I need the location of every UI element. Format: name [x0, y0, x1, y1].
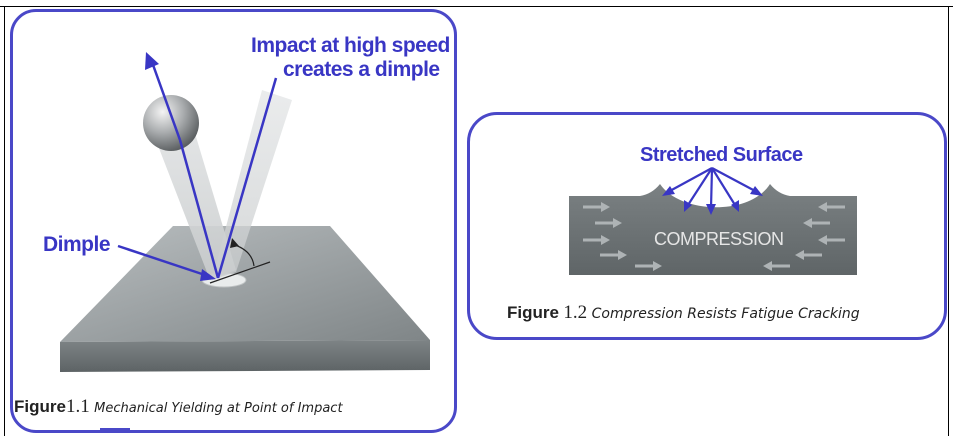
compression-arrow [795, 250, 822, 260]
angle-arc-arrowhead [230, 238, 239, 248]
ball-shape [143, 95, 199, 151]
stretch-arrow [711, 167, 739, 212]
compression-arrow [583, 202, 610, 212]
stretch-arrow [711, 167, 763, 196]
rebound-arrowhead [145, 52, 159, 70]
compression-arrow [583, 235, 610, 245]
plate-front-face [60, 340, 430, 372]
compression-arrow [818, 202, 845, 212]
impact-pointer-line [216, 77, 278, 279]
figure-1-1-caption-prefix: Figure [14, 397, 66, 416]
caption-underline-mark [100, 428, 130, 430]
compression-arrows-right [763, 202, 845, 271]
top-frame-line [0, 6, 953, 7]
compression-arrows-left [583, 202, 662, 271]
dimple-label: Dimple [43, 233, 111, 256]
figure-1-1-caption-number: 1.1 [65, 396, 90, 417]
impact-label-line2: creates a dimple [283, 58, 440, 81]
figure-1-1-caption-text: Mechanical Yielding at Point of Impact [94, 401, 343, 416]
compression-arrow [763, 261, 790, 271]
compression-arrow [595, 218, 622, 228]
compression-arrow [600, 250, 627, 260]
figure-1-1-caption: Figure1.1 Mechanical Yielding at Point o… [14, 396, 343, 418]
figure-1-2-caption: Figure 1.2 Compression Resists Fatigue C… [507, 302, 860, 324]
figure-1-2-caption-prefix: Figure [507, 303, 559, 322]
stretch-arrow [706, 167, 716, 215]
dimple-pointer-line [117, 244, 209, 278]
incoming-path-line [178, 139, 220, 279]
dimple-pointer-arrowhead [200, 269, 216, 281]
surface-reference-line [209, 261, 271, 284]
compression-arrow [803, 218, 830, 228]
plate-top-face [60, 226, 430, 342]
stretch-arrow [662, 167, 713, 196]
rebound-path-line [150, 61, 182, 141]
right-frame-line [948, 6, 949, 436]
compression-arrow [635, 261, 662, 271]
figure-1-2-caption-number: 1.2 [563, 302, 588, 323]
figure-1-2-caption-text: Compression Resists Fatigue Cracking [591, 306, 860, 322]
compressed-block [569, 184, 857, 275]
stretch-arrow [684, 167, 713, 212]
left-frame-line [4, 6, 5, 436]
impact-label-line1: Impact at high speed [251, 34, 450, 57]
stretched-surface-arrows [662, 167, 763, 215]
compression-label: COMPRESSION [654, 229, 784, 249]
stretched-surface-label: Stretched Surface [640, 144, 803, 166]
compression-arrow [818, 235, 845, 245]
